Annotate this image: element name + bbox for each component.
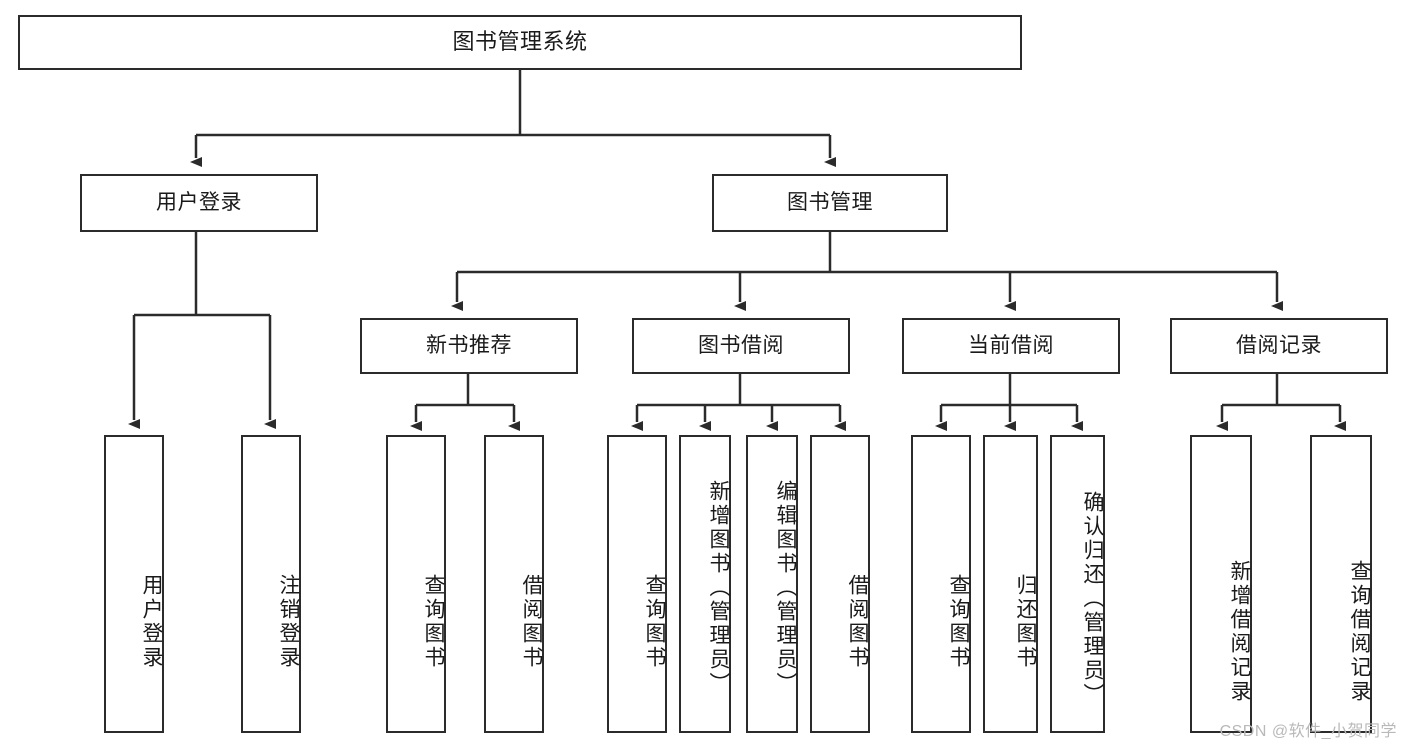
leaf-book-borrow-edit-book-admin[interactable]: 编辑图书（管理员） (746, 435, 798, 733)
leaf-user-login-login[interactable]: 用户登录 (104, 435, 164, 733)
node-label: 查询图书 (422, 574, 445, 670)
node-label: 借阅图书 (846, 574, 869, 670)
node-label: 当前借阅 (968, 334, 1054, 358)
node-label: 新增图书（管理员） (707, 480, 730, 696)
node-label: 查询图书 (643, 574, 666, 670)
node-label: 编辑图书（管理员） (774, 480, 797, 696)
watermark-text: CSDN @软件_小贺同学 (1219, 723, 1397, 740)
node-label: 注销登录 (277, 574, 300, 670)
leaf-new-book-borrow-book[interactable]: 借阅图书 (484, 435, 544, 733)
leaf-user-login-logout[interactable]: 注销登录 (241, 435, 301, 733)
node-label: 确认归还（管理员） (1081, 491, 1104, 707)
node-label: 借阅图书 (520, 574, 543, 670)
leaf-book-borrow-add-book-admin[interactable]: 新增图书（管理员） (679, 435, 731, 733)
leaf-book-borrow-borrow-book[interactable]: 借阅图书 (810, 435, 870, 733)
leaf-borrow-record-add-record[interactable]: 新增借阅记录 (1190, 435, 1252, 733)
node-book-borrow[interactable]: 图书借阅 (632, 318, 850, 374)
node-label: 新增借阅记录 (1228, 560, 1251, 704)
node-user-login[interactable]: 用户登录 (80, 174, 318, 232)
node-label: 新书推荐 (426, 334, 512, 358)
node-book-management[interactable]: 图书管理 (712, 174, 948, 232)
node-label: 用户登录 (140, 574, 163, 670)
leaf-current-borrow-confirm-return-admin[interactable]: 确认归还（管理员） (1050, 435, 1105, 733)
leaf-book-borrow-query-book[interactable]: 查询图书 (607, 435, 667, 733)
node-label: 图书管理系统 (452, 29, 588, 55)
leaf-current-borrow-return-book[interactable]: 归还图书 (983, 435, 1038, 733)
node-root-book-management-system[interactable]: 图书管理系统 (18, 15, 1022, 70)
node-label: 查询图书 (947, 574, 970, 670)
node-label: 查询借阅记录 (1348, 560, 1371, 704)
node-current-borrow[interactable]: 当前借阅 (902, 318, 1120, 374)
node-borrow-record[interactable]: 借阅记录 (1170, 318, 1388, 374)
leaf-borrow-record-query-record[interactable]: 查询借阅记录 (1310, 435, 1372, 733)
node-label: 图书管理 (787, 191, 873, 215)
leaf-current-borrow-query-book[interactable]: 查询图书 (911, 435, 971, 733)
node-label: 用户登录 (156, 191, 242, 215)
node-label: 借阅记录 (1236, 334, 1322, 358)
node-new-book-recommend[interactable]: 新书推荐 (360, 318, 578, 374)
node-label: 归还图书 (1014, 574, 1037, 670)
node-label: 图书借阅 (698, 334, 784, 358)
leaf-new-book-query-book[interactable]: 查询图书 (386, 435, 446, 733)
